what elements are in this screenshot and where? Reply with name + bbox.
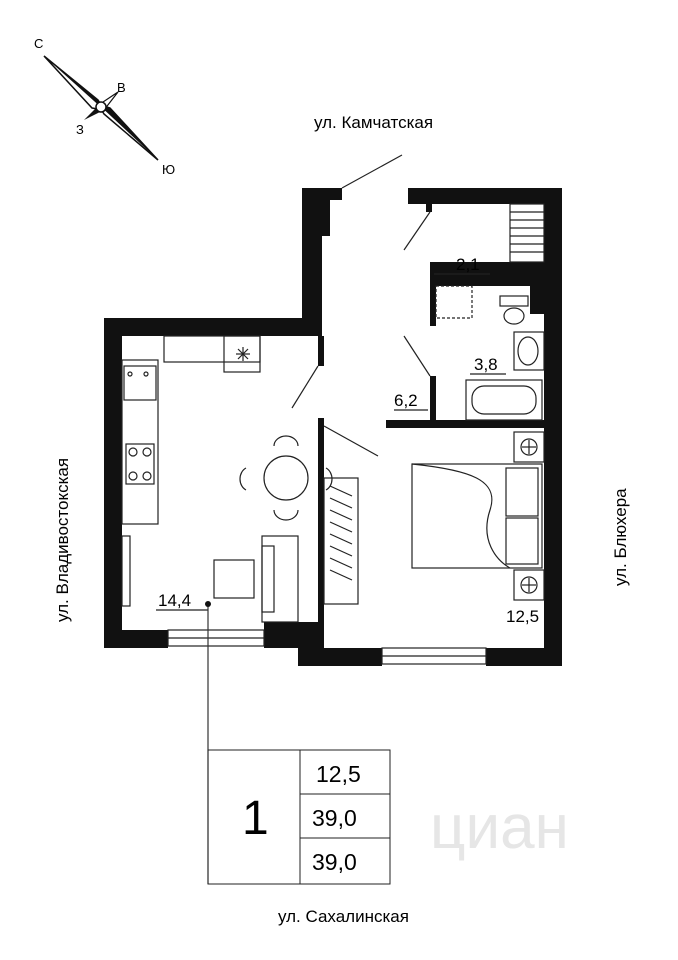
watermark-text: циан xyxy=(430,793,569,862)
compass-west-label: З xyxy=(76,122,84,137)
summary-living-area: 12,5 xyxy=(316,761,361,787)
summary-total-area-2: 39,0 xyxy=(312,849,357,875)
area-bathroom: 3,8 xyxy=(474,355,498,374)
area-hall: 6,2 xyxy=(394,391,418,410)
street-right: ул. Блюхера xyxy=(611,488,630,586)
compass-north-label: С xyxy=(34,36,43,51)
summary-table xyxy=(207,749,391,885)
area-kitchen-living: 14,4 xyxy=(158,591,191,610)
leader-dot xyxy=(205,601,211,607)
street-bottom: ул. Сахалинская xyxy=(278,907,409,926)
compass-icon: С В З Ю xyxy=(34,36,175,177)
walls xyxy=(104,188,562,666)
summary-total-area: 39,0 xyxy=(312,805,357,831)
street-top: ул. Камчатская xyxy=(314,113,433,132)
street-left: ул. Владивостокская xyxy=(53,458,72,622)
fixtures xyxy=(121,154,545,884)
area-storage: 2,1 xyxy=(456,255,480,274)
area-bedroom: 12,5 xyxy=(506,607,539,626)
compass-south-label: Ю xyxy=(162,162,175,177)
compass-east-label: В xyxy=(117,80,126,95)
summary-rooms-count: 1 xyxy=(242,792,269,845)
